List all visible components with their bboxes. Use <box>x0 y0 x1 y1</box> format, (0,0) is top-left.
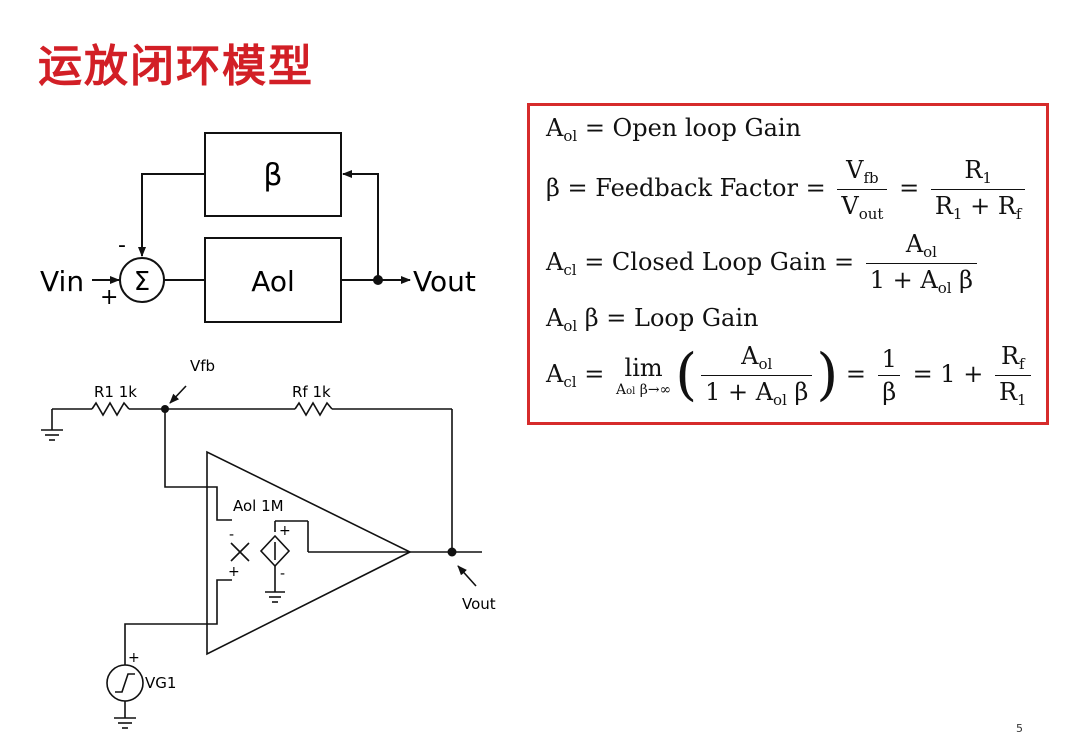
page-number: 5 <box>1016 722 1023 735</box>
rf-resistor <box>294 401 333 417</box>
right-paren: ) <box>816 342 839 408</box>
eq-symbol: + R <box>962 192 1016 220</box>
schematic <box>41 385 482 729</box>
vfb-label: Vfb <box>190 357 215 375</box>
eq-subscript: out <box>858 205 884 223</box>
eq-equals: = <box>584 360 605 388</box>
eq-equals: = <box>899 174 920 202</box>
eq-symbol: 1 + A <box>705 378 774 406</box>
eq-subscript: ol <box>626 385 636 397</box>
r1-label: R1 1k <box>94 383 137 401</box>
eq-symbol: β <box>951 266 974 294</box>
eq-subscript: ol <box>773 391 787 409</box>
eq-symbol: A <box>546 304 564 332</box>
eq-limit: Acl = lim Aol β→∞ ( Aol 1 + Aol β ) = 1 … <box>546 342 1035 409</box>
output-node-dot <box>373 275 383 285</box>
opamp-triangle <box>206 450 412 656</box>
eq-symbol: 1 + A <box>869 266 938 294</box>
eq-symbol: V <box>841 192 859 220</box>
eq-subscript: f <box>1019 355 1025 373</box>
eq-symbol: R <box>964 156 983 184</box>
aol-block-label: Aol <box>251 265 295 298</box>
eq-symbol: A <box>546 248 564 276</box>
noninv-input-plus: + <box>228 564 240 580</box>
vout-block-label: Vout <box>413 265 476 298</box>
eq-symbol: A <box>905 230 924 258</box>
fraction-r1-r1rf: R1 R1 + Rf <box>930 156 1026 223</box>
vout-node-dot <box>447 547 457 557</box>
eq-symbol: R <box>934 192 953 220</box>
eq-subscript: ol <box>937 279 952 297</box>
eq-subscript: 1 <box>952 205 963 223</box>
eq-text: β = Loop Gain <box>577 304 759 332</box>
fraction-one-over-beta: 1 β <box>878 345 901 406</box>
fraction-rf-r1: Rf R1 <box>994 342 1031 409</box>
page-title: 运放闭环模型 <box>38 41 314 92</box>
aol-schematic-label: Aol 1M <box>233 497 284 515</box>
eq-subscript: cl <box>563 373 577 391</box>
eq-symbol: R <box>1000 342 1020 370</box>
sum-plus-sign: + <box>100 285 118 310</box>
source-plus: + <box>279 523 291 539</box>
source-minus: - <box>280 566 285 582</box>
fraction-limit-inner: Aol 1 + Aol β <box>701 342 813 409</box>
eq-subscript: 1 <box>1017 391 1027 409</box>
fraction-closed-loop: Aol 1 + Aol β <box>865 230 978 297</box>
vout-schematic-label: Vout <box>462 595 496 613</box>
r1-resistor <box>91 401 130 417</box>
eq-text: = 1 + <box>912 360 984 388</box>
sum-symbol: Σ <box>134 267 150 297</box>
input-x-mark-b <box>230 542 250 562</box>
feedback-down-wire <box>138 173 205 257</box>
noninv-input-wire <box>124 579 232 665</box>
left-paren: ( <box>675 342 698 408</box>
beta-block-label: β <box>263 158 282 193</box>
eq-loop-gain: Aol β = Loop Gain <box>546 304 758 335</box>
vfb-to-inv-input-wire <box>164 409 232 521</box>
eq-text: = Closed Loop Gain = <box>584 248 855 276</box>
eq-subscript: ol <box>563 127 578 145</box>
feedback-up-wire <box>342 170 379 280</box>
equations-box: Aol = Open loop Gain β = Feedback Factor… <box>527 103 1049 425</box>
eq-subscript: ol <box>923 243 937 261</box>
eq-symbol: A <box>546 360 564 388</box>
eq-equals: = <box>845 360 866 388</box>
eq-text: β = Feedback Factor = <box>546 174 826 202</box>
eq-subscript: f <box>1015 205 1022 223</box>
eq-symbol: 1 <box>881 345 897 373</box>
eq-open-loop: Aol = Open loop Gain <box>546 114 801 145</box>
vfb-node-dot <box>161 405 169 413</box>
eq-symbol: A <box>741 342 759 370</box>
eq-subscript: 1 <box>982 169 992 187</box>
eq-subscript: ol <box>563 317 578 335</box>
vg1-plus: + <box>128 650 140 666</box>
eq-text: = Open loop Gain <box>584 114 802 142</box>
eq-symbol: V <box>846 156 864 184</box>
vg1-source-symbol <box>115 673 135 693</box>
eq-symbol: A <box>546 114 564 142</box>
limit-operator: lim Aol β→∞ <box>616 354 671 398</box>
eq-subscript: cl <box>563 261 577 279</box>
vg1-label: VG1 <box>145 674 176 692</box>
vfb-pointer-arrow <box>169 385 187 404</box>
sum-minus-sign: - <box>118 233 126 258</box>
inv-input-minus: - <box>229 527 234 543</box>
block-diagram <box>92 132 411 323</box>
eq-closed-loop: Acl = Closed Loop Gain = Aol 1 + Aol β <box>546 230 981 297</box>
vout-pointer-arrow <box>457 565 477 587</box>
eq-feedback-factor: β = Feedback Factor = Vfb Vout = R1 R1 +… <box>546 156 1029 223</box>
eq-symbol: A <box>615 381 627 398</box>
eq-symbol: β <box>878 375 901 406</box>
rf-label: Rf 1k <box>292 383 331 401</box>
eq-symbol: β→∞ <box>635 381 672 398</box>
eq-subscript: ol <box>758 355 773 373</box>
eq-subscript: fb <box>863 169 879 187</box>
eq-symbol: R <box>998 378 1018 406</box>
fraction-vfb-vout: Vfb Vout <box>837 156 888 223</box>
vin-label: Vin <box>40 265 84 298</box>
eq-symbol: β <box>786 378 809 406</box>
eq-lim: lim <box>624 353 663 382</box>
